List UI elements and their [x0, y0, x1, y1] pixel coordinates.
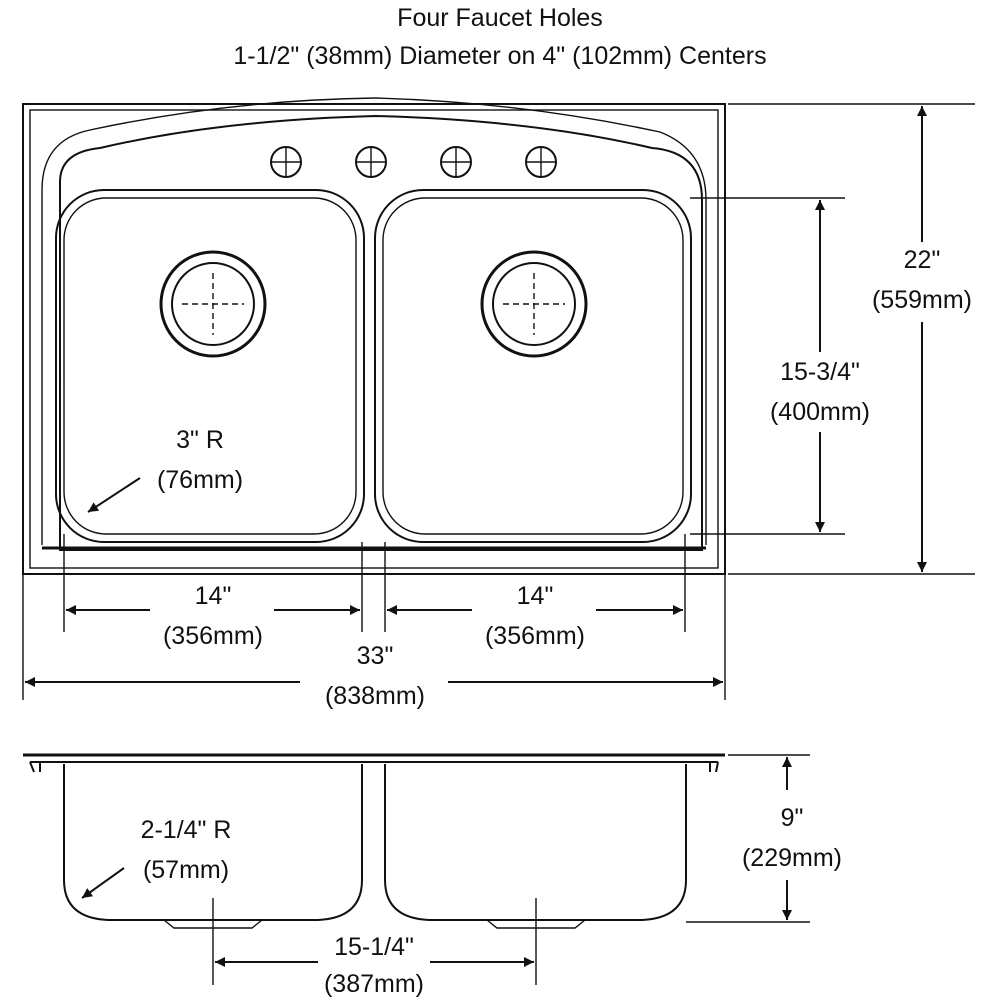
- deck-edge-right: [375, 97, 707, 545]
- side-view: 2-1/4" R (57mm) 9" (229mm) 15-1/4" (387m…: [23, 753, 842, 998]
- right-bowl-width-imperial: 14": [517, 582, 554, 610]
- right-bowl-profile: [384, 764, 687, 921]
- bowl-depth-metric: (400mm): [770, 398, 870, 426]
- drain: [480, 250, 588, 358]
- mounting-clips: [29, 761, 719, 773]
- corner-radius-leader: [87, 477, 141, 513]
- faucet-hole: [270, 146, 302, 178]
- overall-width-imperial: 33": [357, 642, 394, 670]
- sink-outer-rim: [22, 103, 726, 575]
- bowl-height-metric: (229mm): [742, 844, 842, 872]
- bottom-radius-imperial: 2-1/4" R: [141, 816, 232, 844]
- drain: [159, 250, 267, 358]
- faucet-hole: [525, 146, 557, 178]
- header-line-2: 1-1/2" (38mm) Diameter on 4" (102mm) Cen…: [233, 42, 766, 70]
- bowl-height-imperial: 9": [781, 804, 804, 832]
- overall-width-metric: (838mm): [325, 682, 425, 710]
- header-line-1: Four Faucet Holes: [397, 4, 603, 32]
- bottom-radius-metric: (57mm): [143, 856, 229, 884]
- faucet-hole: [355, 146, 387, 178]
- left-bowl-width-imperial: 14": [195, 582, 232, 610]
- bowl-depth-imperial: 15-3/4": [780, 358, 860, 386]
- drain-spacing-metric: (387mm): [324, 970, 424, 998]
- left-bowl: [55, 189, 365, 543]
- deck-outline: [59, 114, 703, 551]
- right-bowl: [374, 189, 692, 543]
- deck-edge-left: [41, 97, 377, 545]
- top-view: 3" R (76mm) 22" (559mm) 15-3/4" (400mm) …: [22, 97, 975, 710]
- overall-depth-metric: (559mm): [872, 286, 972, 314]
- corner-radius-imperial: 3" R: [176, 426, 224, 454]
- corner-radius-metric: (76mm): [157, 466, 243, 494]
- sink-inner-rim: [29, 109, 719, 569]
- faucet-hole: [440, 146, 472, 178]
- drain-spacing-imperial: 15-1/4": [334, 933, 414, 961]
- left-bowl-width-metric: (356mm): [163, 622, 263, 650]
- bottom-radius-leader: [81, 867, 125, 899]
- right-bowl-width-metric: (356mm): [485, 622, 585, 650]
- overall-depth-imperial: 22": [904, 246, 941, 274]
